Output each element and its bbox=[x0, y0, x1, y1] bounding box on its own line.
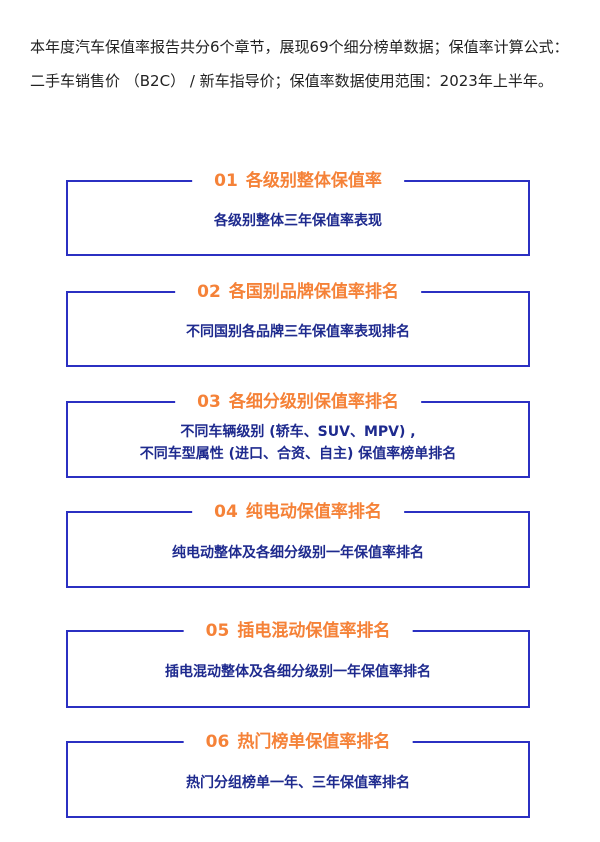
section-title-text: 各级别整体保值率 bbox=[245, 171, 382, 191]
section-title: 03 各细分级别保值率排名 bbox=[175, 390, 421, 414]
section-number: 05 bbox=[205, 621, 230, 641]
section-number: 03 bbox=[197, 392, 221, 412]
section-title-text: 纯电动保值率排名 bbox=[245, 502, 382, 522]
section-description: 不同国别各品牌三年保值率表现排名 bbox=[186, 315, 410, 343]
description-line: 不同车辆级别 (轿车、SUV、MPV) , bbox=[180, 423, 416, 440]
section-description: 插电混动整体及各细分级别一年保值率排名 bbox=[165, 655, 431, 683]
description-line: 不同车型属性 (进口、合资、自主) 保值率榜单排名 bbox=[139, 445, 457, 462]
section-title-text: 热门榜单保值率排名 bbox=[237, 732, 391, 752]
description-line: 不同国别各品牌三年保值率表现排名 bbox=[186, 324, 410, 340]
description-line: 各级别整体三年保值率表现 bbox=[214, 213, 382, 229]
description-line: 纯电动整体及各细分级别一年保值率排名 bbox=[172, 544, 424, 561]
description-line: 热门分组榜单一年、三年保值率排名 bbox=[186, 774, 410, 791]
section-01: 01 各级别整体保值率 各级别整体三年保值率表现 bbox=[66, 169, 530, 256]
section-03: 03 各细分级别保值率排名 不同车辆级别 (轿车、SUV、MPV) , 不同车型属性… bbox=[66, 390, 530, 478]
section-title: 01 各级别整体保值率 bbox=[192, 169, 404, 193]
section-number: 02 bbox=[197, 282, 221, 302]
section-title-text: 各国别品牌保值率排名 bbox=[228, 282, 399, 302]
section-title: 02 各国别品牌保值率排名 bbox=[175, 280, 421, 304]
description-line: 插电混动整体及各细分级别一年保值率排名 bbox=[165, 664, 431, 680]
section-title: 06 热门榜单保值率排名 bbox=[183, 730, 413, 754]
section-title-text: 各细分级别保值率排名 bbox=[228, 392, 399, 412]
section-number: 04 bbox=[214, 502, 238, 522]
section-title: 04 纯电动保值率排名 bbox=[192, 500, 404, 524]
section-02: 02 各国别品牌保值率排名 不同国别各品牌三年保值率表现排名 bbox=[66, 280, 530, 367]
section-description: 各级别整体三年保值率表现 bbox=[214, 204, 382, 232]
section-description: 热门分组榜单一年、三年保值率排名 bbox=[186, 766, 410, 794]
section-number: 01 bbox=[214, 171, 238, 191]
section-title: 05 插电混动保值率排名 bbox=[183, 619, 413, 643]
section-05: 05 插电混动保值率排名 插电混动整体及各细分级别一年保值率排名 bbox=[66, 619, 530, 708]
section-description: 不同车辆级别 (轿车、SUV、MPV) , 不同车型属性 (进口、合资、自主) 保… bbox=[140, 415, 457, 465]
section-title-text: 插电混动保值率排名 bbox=[237, 621, 391, 641]
section-number: 06 bbox=[205, 732, 230, 752]
intro-paragraph: 本年度汽车保值率报告共分6个章节，展现69个细分榜单数据；保值率计算公式：二手车… bbox=[30, 38, 569, 90]
section-06: 06 热门榜单保值率排名 热门分组榜单一年、三年保值率排名 bbox=[66, 730, 530, 818]
section-04: 04 纯电动保值率排名 纯电动整体及各细分级别一年保值率排名 bbox=[66, 500, 530, 588]
section-description: 纯电动整体及各细分级别一年保值率排名 bbox=[172, 536, 424, 564]
